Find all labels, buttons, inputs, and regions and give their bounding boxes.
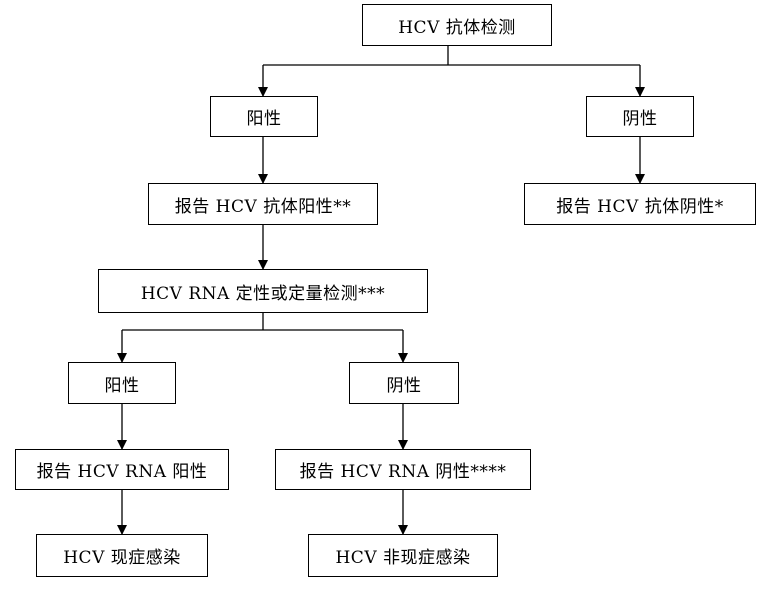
node-hcv-no-current-infection: HCV 非现症感染 — [308, 534, 498, 577]
node-report-antibody-negative: 报告 HCV 抗体阴性* — [524, 183, 756, 225]
node-rna-positive: 阳性 — [68, 362, 176, 404]
node-report-rna-negative: 报告 HCV RNA 阴性**** — [275, 449, 531, 490]
node-report-antibody-positive: 报告 HCV 抗体阳性** — [148, 183, 378, 225]
node-report-rna-positive: 报告 HCV RNA 阳性 — [15, 449, 229, 490]
node-hcv-rna-test: HCV RNA 定性或定量检测*** — [98, 269, 428, 313]
node-rna-negative: 阴性 — [349, 362, 459, 404]
node-antibody-negative: 阴性 — [586, 96, 694, 137]
node-hcv-current-infection: HCV 现症感染 — [36, 534, 208, 577]
node-hcv-antibody-test: HCV 抗体检测 — [362, 4, 552, 46]
node-antibody-positive: 阳性 — [210, 96, 318, 137]
